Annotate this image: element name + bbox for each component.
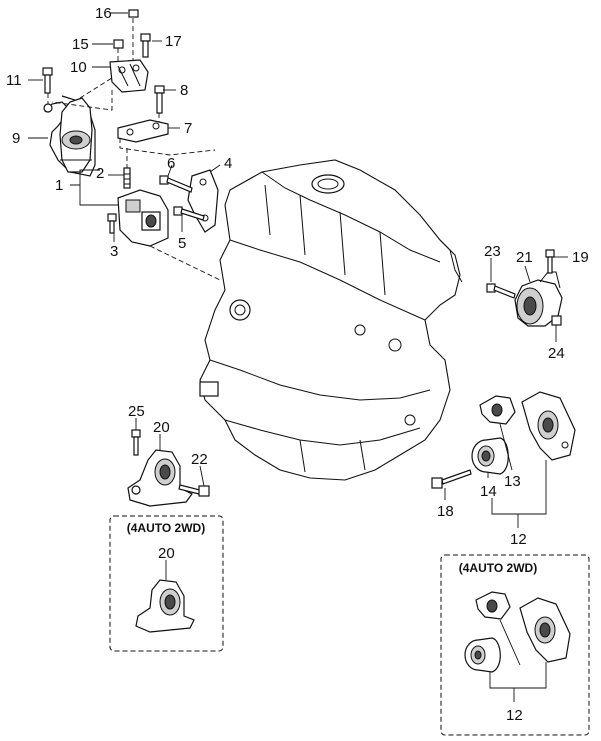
part-labels: 16 15 17 11 10 8 7 9 6 4 2 1 3 5 23 21 1…	[6, 5, 589, 724]
mount-bracket-12-alt	[519, 597, 571, 663]
label-11: 11	[6, 72, 22, 89]
mount-bracket-12	[521, 391, 576, 461]
stud-2	[123, 167, 131, 189]
label-20: 20	[153, 419, 170, 436]
label-16: 16	[95, 5, 112, 22]
bolt-17	[140, 33, 151, 58]
label-3: 3	[110, 243, 118, 260]
label-12-alt: 12	[506, 707, 523, 724]
leader-lines	[28, 12, 568, 580]
bushing-14	[471, 437, 509, 475]
label-12: 12	[510, 531, 527, 548]
label-20-alt: 20	[158, 545, 175, 562]
label-13: 13	[504, 473, 521, 490]
label-7: 7	[184, 120, 192, 137]
mount-bracket-1	[117, 189, 169, 247]
label-14: 14	[480, 483, 497, 500]
mount-part-13-alt	[475, 591, 511, 620]
option-box-right-title: (4AUTO 2WD)	[459, 561, 537, 575]
mount-insulator-20	[127, 449, 193, 507]
nut-15	[113, 39, 124, 49]
label-8: 8	[180, 82, 188, 99]
bolt-19	[545, 249, 555, 274]
bolt-5	[173, 206, 205, 221]
option-box-left: (4AUTO 2WD)	[109, 515, 224, 652]
label-25: 25	[128, 403, 145, 420]
label-9: 9	[12, 130, 20, 147]
bolt-8	[154, 85, 165, 114]
bolt-23	[486, 283, 516, 299]
bolt-6	[159, 175, 193, 193]
label-2: 2	[96, 165, 104, 182]
label-18: 18	[437, 503, 454, 520]
label-22: 22	[191, 451, 208, 468]
option-box-left-title: (4AUTO 2WD)	[127, 521, 205, 535]
bracket-4	[187, 169, 219, 233]
option-box-right: (4AUTO 2WD)	[440, 554, 590, 736]
label-5: 5	[178, 235, 186, 252]
mount-insulator-21	[514, 271, 563, 327]
bracket-10	[109, 59, 149, 93]
engine-block	[199, 159, 463, 481]
label-24: 24	[548, 345, 565, 362]
bolt-16	[128, 9, 139, 18]
bolt-3	[107, 213, 117, 234]
label-15: 15	[72, 36, 89, 53]
label-4: 4	[224, 155, 232, 172]
mount-part-13	[479, 395, 516, 425]
bracket-7	[117, 119, 169, 143]
mount-insulator-20-alt	[135, 579, 195, 633]
upper-mount-insulator	[43, 95, 96, 177]
bolt-25	[131, 429, 141, 456]
label-21: 21	[516, 249, 533, 266]
label-1: 1	[55, 177, 63, 194]
label-6: 6	[167, 155, 175, 172]
label-17: 17	[165, 33, 182, 50]
label-23: 23	[484, 243, 501, 260]
label-10: 10	[70, 59, 87, 76]
bolt-11	[42, 67, 53, 94]
nut-24	[551, 315, 562, 326]
bolt-18	[431, 469, 472, 489]
label-19: 19	[572, 249, 589, 266]
bushing-14-alt	[464, 637, 501, 673]
